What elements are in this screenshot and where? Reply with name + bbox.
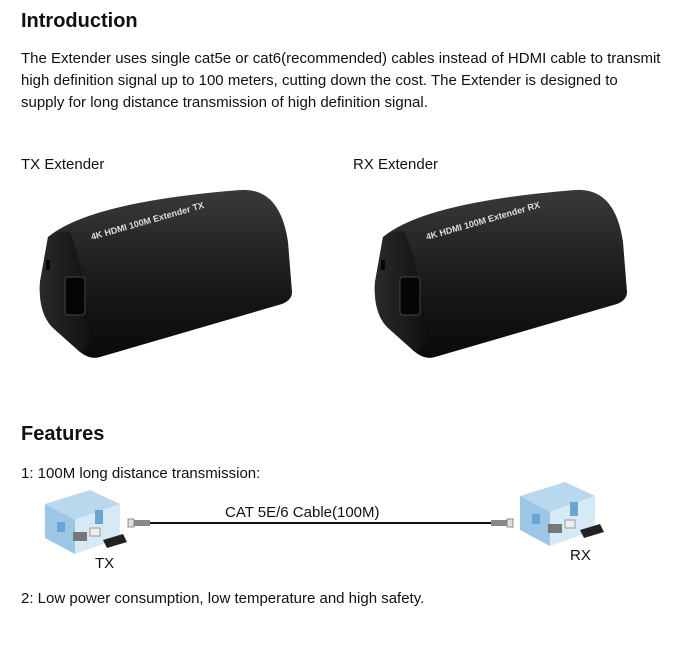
feature-item-2: 2: Low power consumption, low temperatur…	[21, 590, 425, 607]
tx-extender-image: 4K HDMI 100M Extender TX	[39, 189, 292, 358]
rx-extender-image: 4K HDMI 100M Extender RX	[374, 189, 627, 358]
rx-extender-caption: RX Extender	[353, 156, 439, 173]
tx-extender-caption: TX Extender	[21, 156, 105, 173]
introduction-heading: Introduction	[21, 10, 138, 32]
tx-label: TX	[95, 555, 114, 572]
left-connector-icon	[127, 518, 150, 528]
transmission-diagram: CAT 5E/6 Cable(100M) TX RX	[45, 482, 604, 572]
cable-label: CAT 5E/6 Cable(100M)	[225, 504, 380, 521]
hdmi-port-icon	[64, 276, 86, 316]
feature-item-1: 1: 100M long distance transmission:	[21, 465, 261, 482]
rx-label: RX	[570, 547, 591, 564]
rx-device-icon	[580, 524, 604, 538]
rx-room-icon	[520, 482, 595, 546]
right-connector-icon	[491, 518, 514, 528]
port-icon	[381, 260, 385, 270]
hdmi-port-icon	[399, 276, 421, 316]
tx-device-icon	[103, 534, 127, 548]
features-heading: Features	[21, 423, 105, 445]
port-icon	[46, 260, 50, 270]
introduction-paragraph: The Extender uses single cat5e or cat6(r…	[21, 50, 661, 111]
